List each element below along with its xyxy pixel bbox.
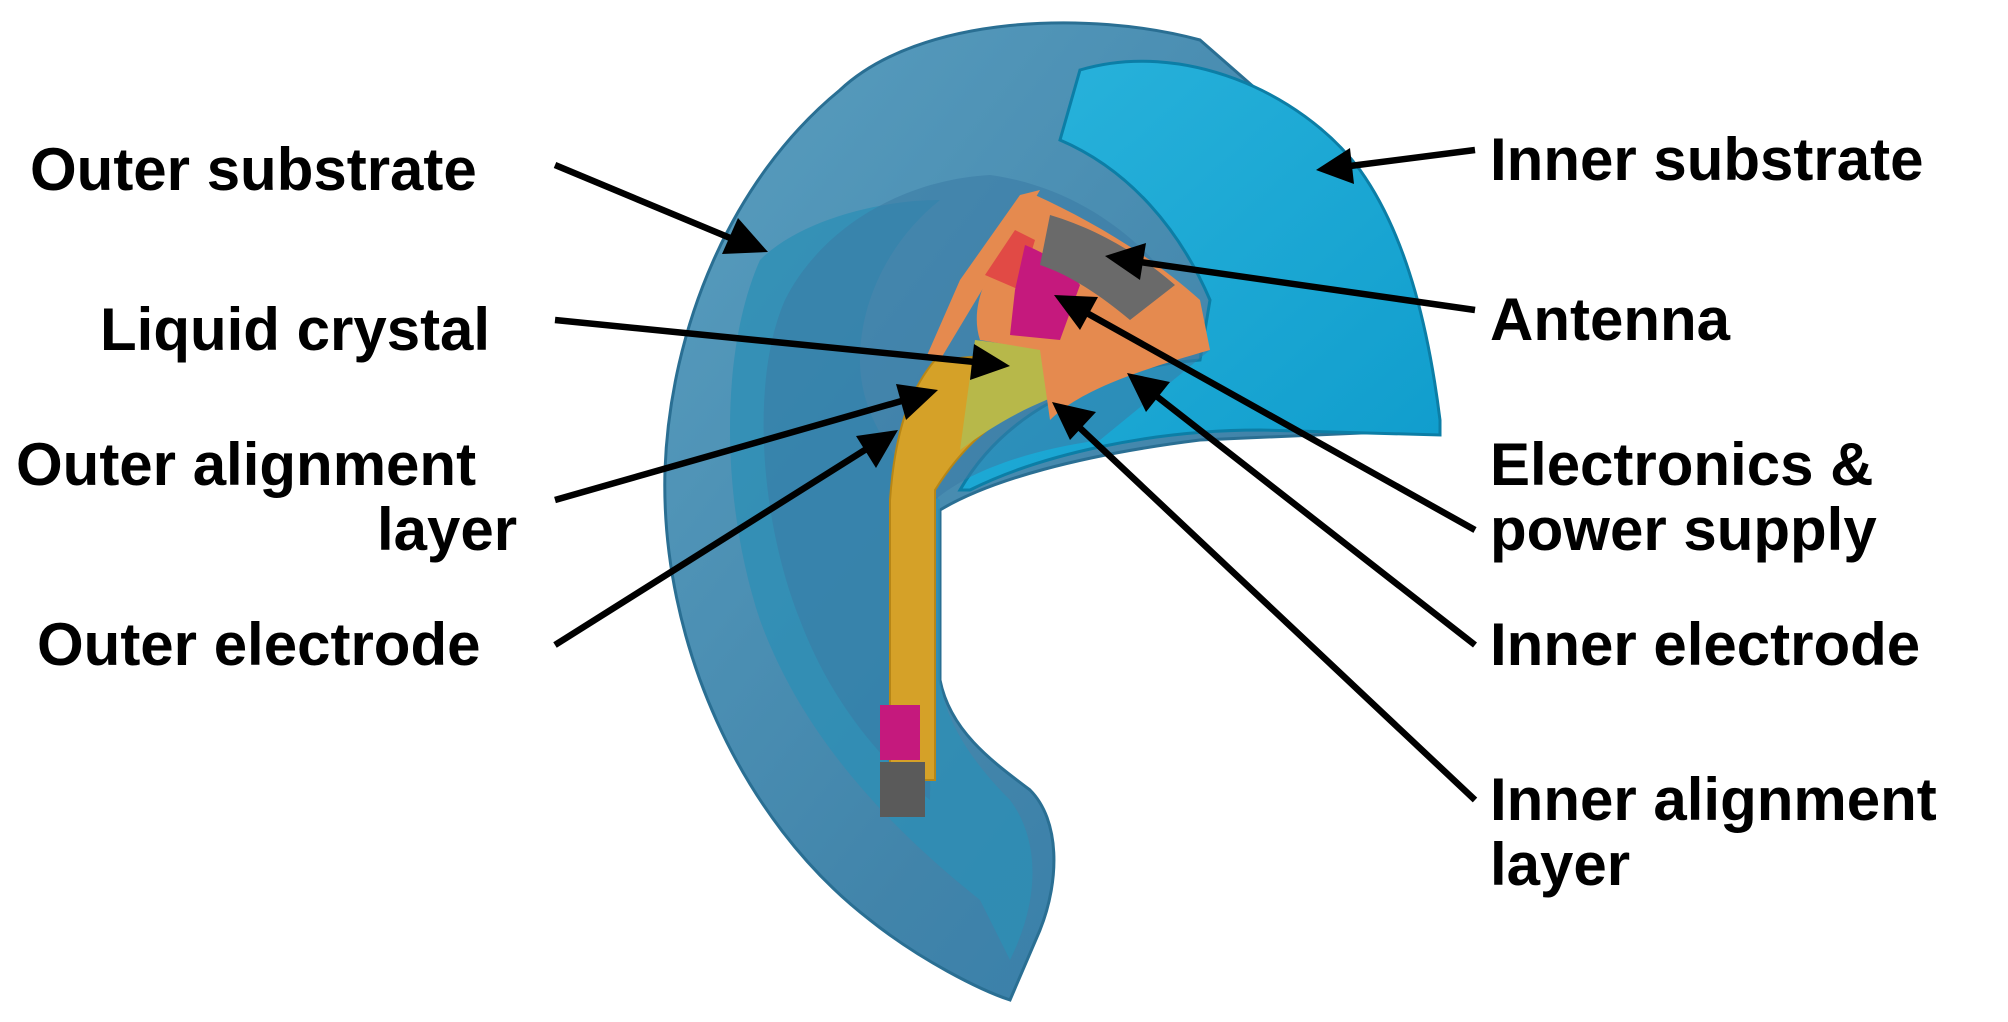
label-antenna: Antenna bbox=[1490, 286, 1731, 353]
label-liquid-crystal: Liquid crystal bbox=[100, 296, 490, 363]
label-inner-substrate: Inner substrate bbox=[1490, 126, 1923, 193]
label-electronics-line2: power supply bbox=[1490, 496, 1877, 563]
label-inner-electrode: Inner electrode bbox=[1490, 611, 1920, 678]
label-outer-substrate: Outer substrate bbox=[30, 136, 477, 203]
arrow-antenna bbox=[1105, 243, 1476, 314]
label-inner-alignment-line2: layer bbox=[1490, 831, 1630, 898]
arrow-inner-alignment bbox=[1052, 402, 1478, 803]
arrow-inner-substrate bbox=[1316, 146, 1476, 184]
arrow-inner-electrode bbox=[1127, 373, 1478, 648]
label-outer-electrode: Outer electrode bbox=[37, 611, 480, 678]
lower-antenna-patch bbox=[880, 762, 925, 817]
arrow-outer-electrode bbox=[553, 430, 898, 648]
label-electronics-line1: Electronics & bbox=[1490, 431, 1873, 498]
label-outer-alignment-line2: layer bbox=[377, 496, 517, 563]
arrow-electronics bbox=[1054, 295, 1477, 533]
lower-electronics-patch bbox=[880, 705, 920, 760]
electrode-left-strip bbox=[925, 190, 1040, 360]
label-outer-alignment-line1: Outer alignment bbox=[16, 431, 476, 498]
arrow-outer-substrate bbox=[553, 162, 768, 254]
arrow-outer-alignment bbox=[554, 384, 938, 504]
label-inner-alignment-line1: Inner alignment bbox=[1490, 766, 1937, 833]
antenna-region bbox=[1040, 215, 1175, 320]
arrow-liquid-crystal bbox=[554, 316, 1010, 380]
